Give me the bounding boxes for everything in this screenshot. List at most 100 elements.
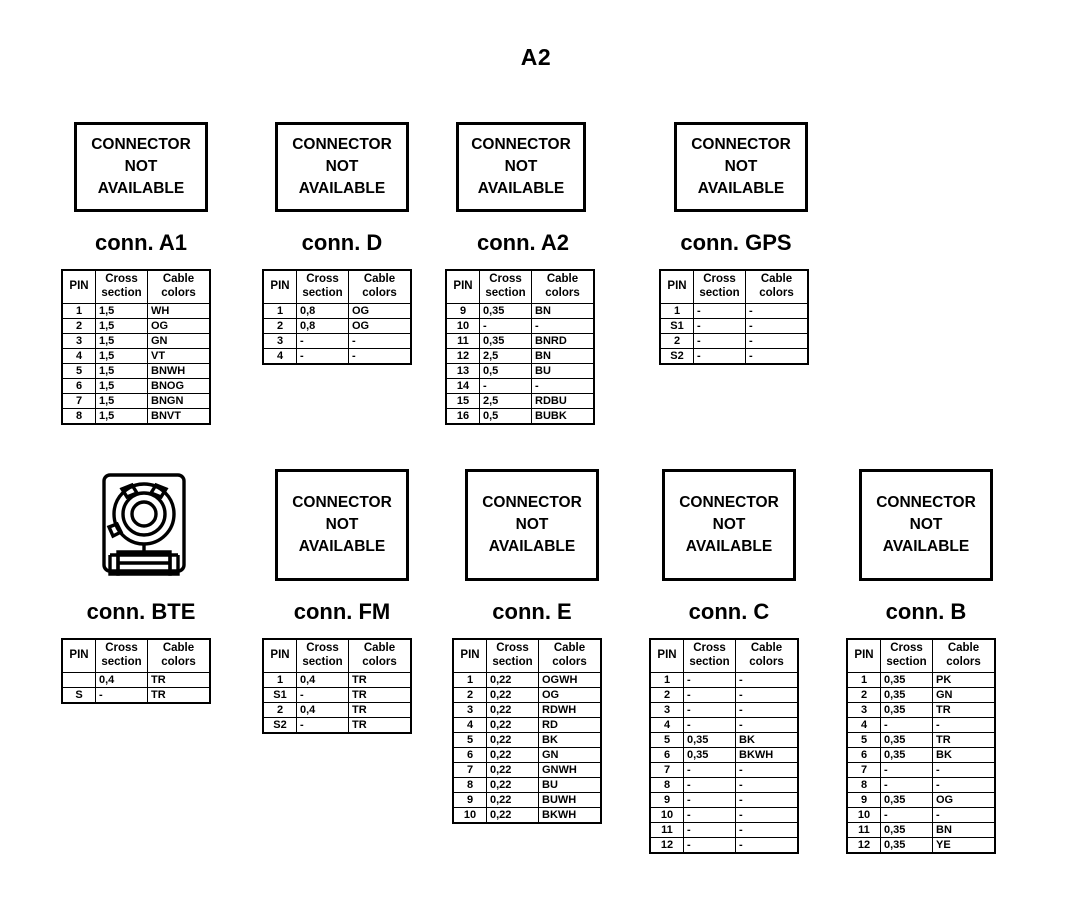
cell-pin: 5 — [62, 363, 96, 379]
cell-cable-colors: - — [932, 807, 995, 823]
col-header-cable-colors-line1: Cable — [947, 642, 980, 655]
cell-cross-section: 0,22 — [486, 702, 539, 718]
cell-pin: 2 — [263, 318, 297, 334]
col-header-cross-section-line1: Cross — [693, 642, 726, 655]
cell-pin: 3 — [62, 333, 96, 349]
connector-unavailable-line-1: CONNECTOR — [292, 494, 392, 511]
cell-cable-colors: TR — [147, 687, 210, 703]
cell-cross-section: 1,5 — [95, 393, 148, 409]
cell-cable-colors: - — [735, 792, 798, 808]
connector-label-a2: conn. A2 — [476, 230, 570, 255]
cell-pin: 9 — [453, 792, 487, 808]
cell-cable-colors: - — [932, 717, 995, 733]
connector-unavailable-line-3: AVAILABLE — [97, 180, 185, 197]
cell-cross-section: - — [693, 303, 746, 319]
cell-cable-colors: - — [735, 717, 798, 733]
cell-cable-colors: RDWH — [538, 702, 601, 718]
table-row: S1-- — [660, 318, 808, 334]
cell-cable-colors: BK — [538, 732, 601, 748]
cell-cross-section: 1,5 — [95, 333, 148, 349]
col-header-cable-colors-line2: colors — [946, 656, 981, 668]
cell-pin: 5 — [650, 732, 684, 748]
table-row: 14-- — [446, 378, 594, 394]
table-row: 1-- — [660, 303, 808, 319]
col-header-cross-section-line2: section — [492, 656, 533, 668]
connector-artwork-bte — [96, 469, 192, 581]
cell-cross-section: - — [296, 687, 349, 703]
cell-cable-colors: OG — [147, 318, 210, 334]
col-header-cross-section-line1: Cross — [105, 642, 138, 655]
cell-pin: 6 — [62, 378, 96, 394]
cell-cross-section: 1,5 — [95, 408, 148, 424]
col-header-cross-section-line2: section — [302, 287, 343, 299]
connector-unavailable-line-3: AVAILABLE — [697, 180, 785, 197]
cell-cable-colors: - — [348, 333, 411, 349]
cell-cable-colors: BUBK — [531, 408, 594, 424]
cell-pin: 1 — [847, 672, 881, 688]
cell-cable-colors: PK — [932, 672, 995, 688]
table-row: S1-TR — [263, 687, 411, 703]
cell-cross-section: - — [683, 822, 736, 838]
cell-pin: 12 — [650, 837, 684, 853]
connector-label-bte: conn. BTE — [86, 599, 196, 624]
cell-cross-section: 0,22 — [486, 687, 539, 703]
cell-pin: 2 — [847, 687, 881, 703]
cell-cross-section: 1,5 — [95, 363, 148, 379]
cell-pin: 2 — [650, 687, 684, 703]
cell-cross-section: - — [296, 348, 349, 364]
cell-cross-section: - — [683, 837, 736, 853]
col-header-cable-colors-line2: colors — [749, 656, 784, 668]
connector-unavailable-line-3: AVAILABLE — [298, 180, 386, 197]
cell-pin: 7 — [650, 762, 684, 778]
cell-cable-colors: TR — [348, 702, 411, 718]
connector-unavailable-line-3: AVAILABLE — [298, 538, 386, 555]
cell-cross-section: 0,8 — [296, 318, 349, 334]
cell-pin: 7 — [453, 762, 487, 778]
cell-cable-colors: - — [735, 762, 798, 778]
cell-cable-colors: - — [735, 837, 798, 853]
cell-pin: 14 — [446, 378, 480, 394]
cell-pin: S2 — [263, 717, 297, 733]
cell-pin: 3 — [847, 702, 881, 718]
cell-cable-colors: - — [735, 702, 798, 718]
connector-unavailable-line-1: CONNECTOR — [679, 494, 779, 511]
connector-unavailable-line-3: AVAILABLE — [477, 180, 565, 197]
cell-pin: 2 — [660, 333, 694, 349]
cell-cross-section: - — [479, 318, 532, 334]
cell-cross-section: 0,22 — [486, 672, 539, 688]
col-header-cross-section-line1: Cross — [703, 273, 736, 286]
col-header-cross-section-line1: Cross — [496, 642, 529, 655]
connector-unavailable-line-1: CONNECTOR — [482, 494, 582, 511]
cell-cable-colors: TR — [348, 717, 411, 733]
cell-cross-section: - — [296, 717, 349, 733]
col-header-cable-colors-line1: Cable — [162, 273, 195, 286]
cell-cross-section: - — [683, 792, 736, 808]
table-row: 8-- — [847, 777, 995, 793]
table-row: 7-- — [847, 762, 995, 778]
connector-unavailable-line-1: CONNECTOR — [691, 136, 791, 153]
